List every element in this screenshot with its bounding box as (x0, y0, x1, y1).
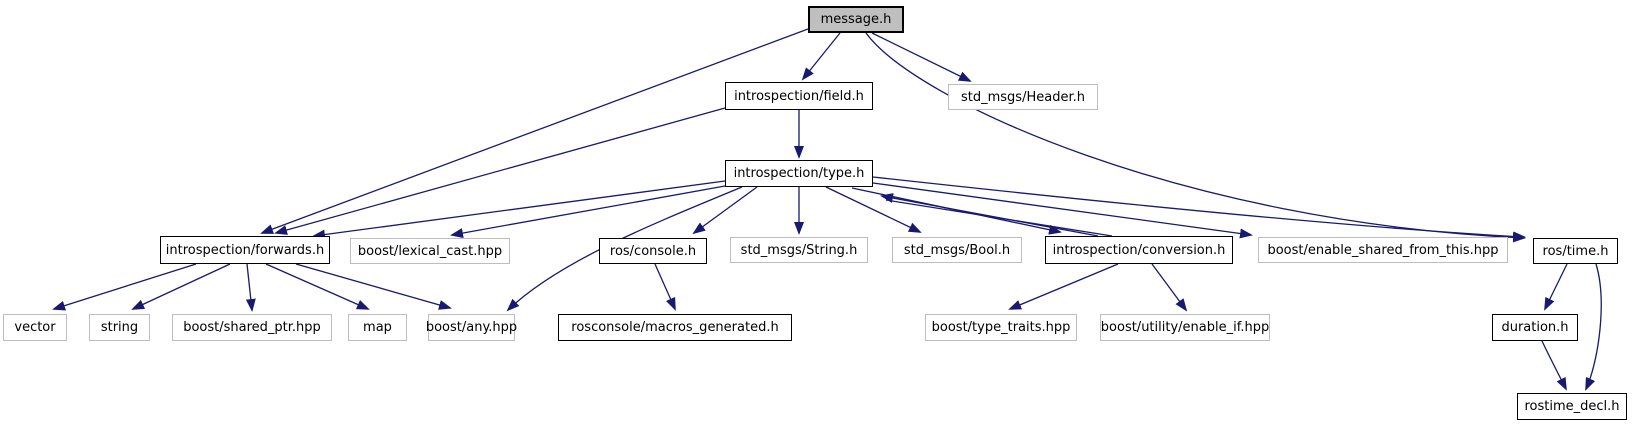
edge-conversion-h-to-type-traits (1008, 263, 1119, 310)
edge-forwards-h-to-string-std (131, 263, 231, 310)
edge-time-h-to-duration-h (1544, 263, 1568, 311)
node-lexical-cast[interactable]: boost/lexical_cast.hpp (350, 238, 510, 264)
edge-message-h-to-header-h (871, 32, 972, 82)
node-shared-ptr[interactable]: boost/shared_ptr.hpp (172, 314, 332, 341)
edge-message-h-to-field-h (801, 32, 841, 81)
edge-type-h-to-bool-msg (825, 186, 922, 233)
edge-type-h-to-time-h (872, 176, 1526, 242)
edge-message-h-to-forwards-h (260, 28, 809, 234)
node-type-traits[interactable]: boost/type_traits.hpp (925, 314, 1077, 341)
node-conversion-h[interactable]: introspection/conversion.h (1045, 236, 1233, 264)
edge-forwards-h-to-any-hpp (295, 263, 452, 310)
edge-console-h-to-macros-gen (654, 263, 676, 311)
node-header-h[interactable]: std_msgs/Header.h (948, 84, 1098, 110)
node-string-std[interactable]: string (89, 314, 150, 341)
node-message-h[interactable]: message.h (808, 6, 904, 33)
node-rostime-decl[interactable]: rostime_decl.h (1517, 393, 1627, 420)
edge-duration-h-to-rostime-decl (1541, 340, 1567, 391)
node-enable-shared[interactable]: boost/enable_shared_from_this.hpp (1258, 237, 1508, 263)
node-duration-h[interactable]: duration.h (1492, 314, 1578, 341)
node-map[interactable]: map (348, 314, 407, 341)
edge-type-h-to-lexical-cast (450, 185, 726, 238)
edge-type-h-to-console-h (692, 186, 758, 235)
node-time-h[interactable]: ros/time.h (1533, 238, 1618, 264)
edge-message-h-to-time-h (865, 32, 1526, 243)
edge-type-h-to-enable-shared (872, 182, 1253, 239)
node-type-h[interactable]: introspection/type.h (725, 160, 873, 187)
node-macros-gen[interactable]: rosconsole/macros_generated.h (558, 314, 792, 341)
node-forwards-h[interactable]: introspection/forwards.h (160, 236, 330, 264)
edge-field-h-to-forwards-h (274, 107, 726, 235)
node-bool-msg[interactable]: std_msgs/Bool.h (892, 237, 1022, 263)
edge-forwards-h-to-map (265, 263, 370, 310)
edge-conversion-h-to-enable-if (1151, 263, 1188, 312)
node-string-msg[interactable]: std_msgs/String.h (730, 237, 868, 263)
node-enable-if[interactable]: boost/utility/enable_if.hpp (1100, 314, 1270, 341)
node-console-h[interactable]: ros/console.h (599, 238, 707, 264)
edge-conversion-h-to-type-h (885, 199, 1113, 237)
edge-forwards-h-to-vector (52, 263, 197, 311)
edge-time-h-to-rostime-decl (1585, 263, 1602, 391)
edge-forwards-h-to-shared-ptr (245, 263, 256, 312)
node-any-hpp[interactable]: boost/any.hpp (426, 314, 517, 341)
edge-type-h-to-forwards-h (312, 180, 726, 240)
node-field-h[interactable]: introspection/field.h (725, 82, 873, 110)
node-vector[interactable]: vector (3, 314, 67, 341)
